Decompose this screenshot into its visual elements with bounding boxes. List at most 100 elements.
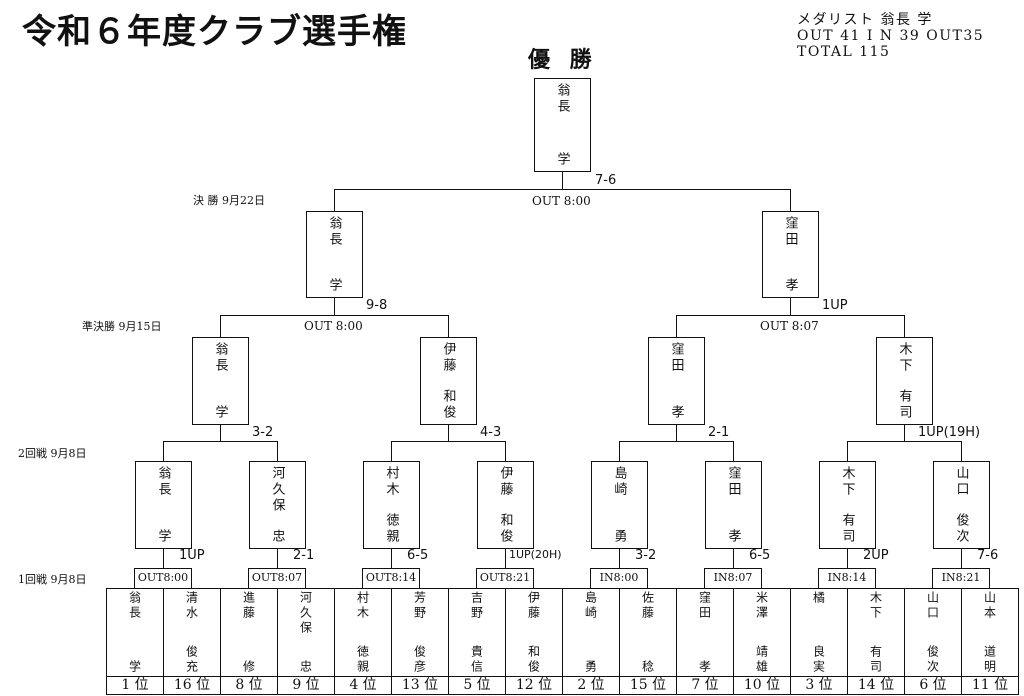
bracket-line <box>220 315 448 316</box>
tee-time: OUT8:14 <box>362 568 420 589</box>
bracket-line <box>163 548 164 568</box>
family-name: 伊藤 <box>497 466 513 498</box>
family-name: 進藤 <box>241 591 256 621</box>
player-cell: 清水俊充 <box>162 588 221 677</box>
bracket-line <box>676 424 677 441</box>
medalist-scores: OUT 41 I N 39 OUT35 <box>797 28 985 44</box>
given-name: 学 <box>212 405 228 421</box>
round2-player-box: 山口俊次 <box>932 461 990 549</box>
bracket-line <box>391 441 505 442</box>
match-score: 2UP <box>863 548 889 563</box>
round2-player-box: 島崎勇 <box>590 461 648 549</box>
given-name: 学 <box>127 660 142 675</box>
match-score: 1UP <box>822 298 848 313</box>
match-score: 7-6 <box>977 548 999 563</box>
given-name: 有司 <box>839 513 855 545</box>
player-cell: 翁長学 <box>105 588 164 677</box>
family-name: 村木 <box>355 591 370 621</box>
match-score: 2-1 <box>293 548 315 563</box>
round2-player-box: 木下有司 <box>818 461 876 549</box>
bracket-line <box>733 548 734 568</box>
rank-cell: 11 位 <box>961 676 1019 695</box>
bracket-line <box>847 441 848 461</box>
match-score: 4-3 <box>480 425 502 440</box>
bracket-line <box>904 315 905 337</box>
bracket-line <box>163 441 164 461</box>
final-tee-time: OUT 8:00 <box>532 194 591 208</box>
given-name: 学 <box>155 529 171 545</box>
rank-cell: 6 位 <box>904 676 962 695</box>
bracket-line <box>334 189 790 190</box>
round-label-r2: 2回戦 9月8日 <box>18 447 87 460</box>
round2-player-box: 伊藤和俊 <box>476 461 534 549</box>
given-name: 稔 <box>640 660 655 675</box>
given-name: 孝 <box>782 278 798 294</box>
bracket-line <box>277 441 278 461</box>
tee-time: IN8:21 <box>932 568 990 589</box>
bracket-line <box>619 441 620 461</box>
final-score: 7-6 <box>595 173 617 188</box>
family-name: 村木 <box>383 466 399 498</box>
rank-cell: 7 位 <box>676 676 734 695</box>
family-name: 島崎 <box>611 466 627 498</box>
given-name: 和俊 <box>440 389 456 421</box>
given-name: 勇 <box>583 660 598 675</box>
bracket-line <box>220 424 221 441</box>
player-cell: 島崎勇 <box>561 588 620 677</box>
bracket-line <box>334 297 335 315</box>
page-title: 令和６年度クラブ選手権 <box>22 12 407 52</box>
match-score: 6-5 <box>749 548 771 563</box>
tee-time: OUT8:07 <box>248 568 306 589</box>
tee-time: IN8:07 <box>704 568 762 589</box>
round3-player-box: 窪田孝 <box>647 337 705 425</box>
given-name: 良実 <box>811 645 826 675</box>
family-name: 島崎 <box>583 591 598 621</box>
bracket-line <box>505 548 506 568</box>
given-name: 徳親 <box>355 645 370 675</box>
bracket-line <box>790 297 791 315</box>
given-name: 孝 <box>697 660 712 675</box>
rank-cell: 15 位 <box>619 676 677 695</box>
given-name: 俊充 <box>184 645 199 675</box>
match-score: 1UP(19H) <box>918 425 981 440</box>
match-score: 3-2 <box>635 548 657 563</box>
bracket-line <box>904 424 905 441</box>
bracket-line <box>277 548 278 568</box>
family-name: 伊藤 <box>526 591 541 621</box>
family-name: 山本 <box>982 591 997 621</box>
rank-cell: 14 位 <box>847 676 905 695</box>
player-cell: 木下有司 <box>846 588 905 677</box>
given-name: 学 <box>326 278 342 294</box>
family-name: 翁長 <box>127 591 142 621</box>
rank-cell: 8 位 <box>220 676 278 695</box>
bracket-line <box>220 315 221 337</box>
round3-player-box: 翁長学 <box>191 337 249 425</box>
rank-cell: 1 位 <box>106 676 164 695</box>
match-score: 1UP(20H) <box>509 548 562 561</box>
given-name: 修 <box>241 660 256 675</box>
medalist-total: TOTAL 115 <box>797 44 891 60</box>
family-name: 芳野 <box>412 591 427 621</box>
bracket-line <box>562 171 563 189</box>
family-name: 米澤 <box>754 591 769 621</box>
round-label-final: 決 勝 9月22日 <box>193 194 265 207</box>
bracket-line <box>619 441 733 442</box>
family-name: 吉野 <box>469 591 484 621</box>
player-cell: 吉野貴信 <box>447 588 506 677</box>
family-name: 窪田 <box>725 466 741 498</box>
given-name: 靖雄 <box>754 645 769 675</box>
player-cell: 村木徳親 <box>333 588 392 677</box>
semifinal-player-box: 翁長学 <box>305 211 363 298</box>
bracket-line <box>334 189 335 211</box>
match-score: 1UP <box>179 548 205 563</box>
bracket-line <box>847 548 848 568</box>
family-name: 木下 <box>868 591 883 621</box>
family-name: 窪田 <box>697 591 712 621</box>
match-score: 2-1 <box>708 425 730 440</box>
bracket-line <box>961 548 962 568</box>
family-name: 翁長 <box>326 216 342 248</box>
tee-time: OUT 8:07 <box>760 319 819 333</box>
family-name: 伊藤 <box>440 342 456 374</box>
given-name: 有司 <box>896 389 912 421</box>
